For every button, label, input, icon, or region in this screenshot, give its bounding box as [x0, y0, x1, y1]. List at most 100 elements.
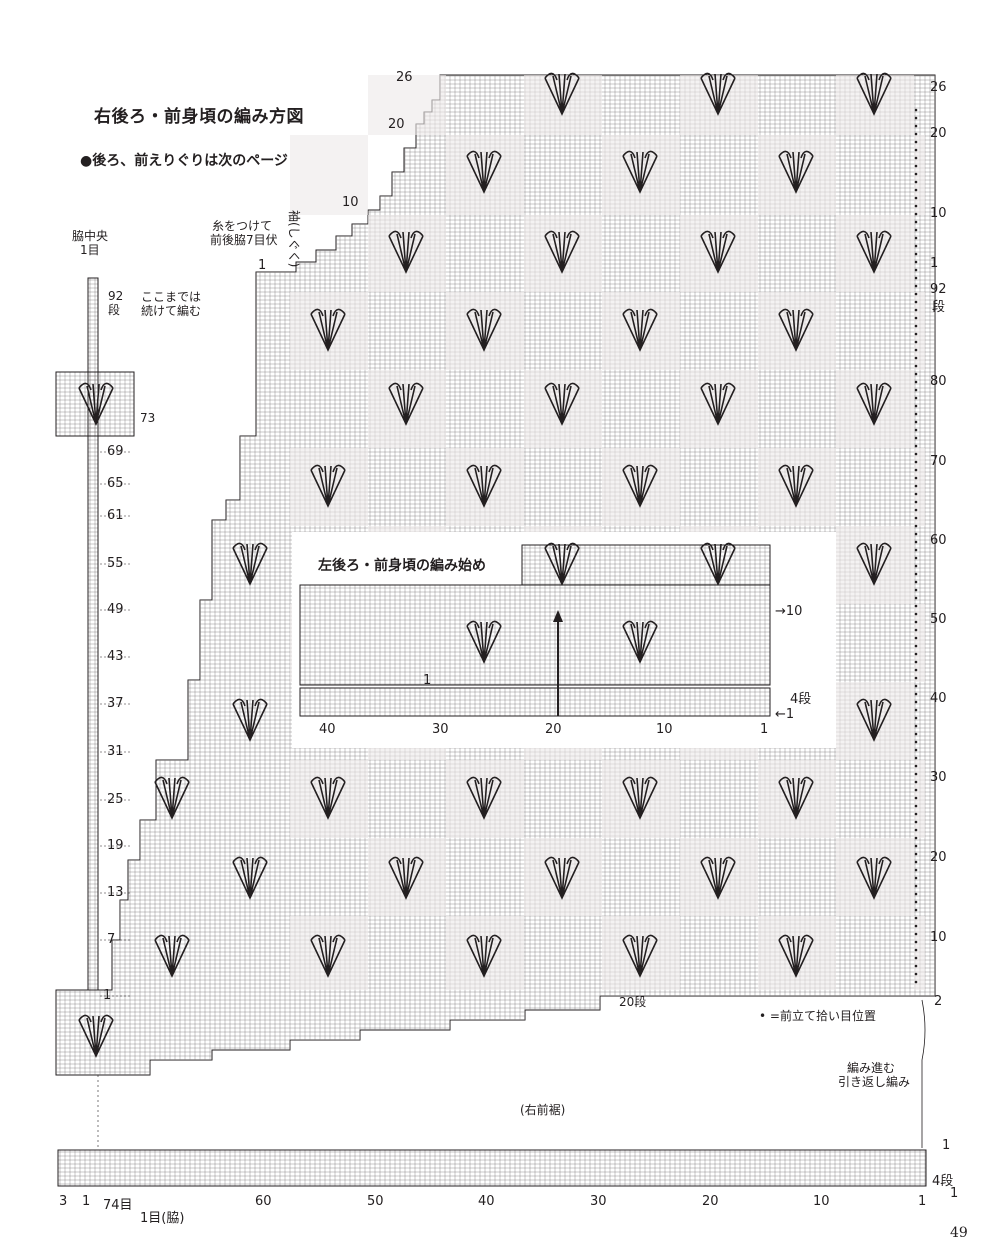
diamond-motif — [466, 620, 502, 664]
pickup-dot — [914, 356, 918, 360]
bottom-label-1: 1 — [82, 1194, 91, 1209]
pickup-dot — [914, 948, 918, 952]
pickup-dot — [914, 628, 918, 632]
inset-rib — [299, 687, 771, 717]
row-73-label: 73 — [140, 411, 156, 425]
pickup-dot — [914, 756, 918, 760]
right-row-label: 70 — [930, 454, 947, 469]
pickup-dot — [914, 508, 918, 512]
pickup-dot — [914, 300, 918, 304]
diamond-motif — [856, 856, 892, 900]
diamond-motif — [544, 856, 580, 900]
pickup-dot — [914, 212, 918, 216]
pickup-dot — [914, 748, 918, 752]
side-center-label: 脇中央 — [72, 229, 109, 243]
inset-title: 左後ろ・前身頃の編み始め — [318, 558, 486, 574]
diamond-motif — [310, 934, 346, 978]
diamond-motif — [700, 856, 736, 900]
left-row-label: 43 — [107, 649, 124, 664]
left-row-label: 69 — [107, 444, 124, 459]
right-row-label: 80 — [930, 374, 947, 389]
inset-col-label: 1 — [760, 722, 769, 737]
diamond-motif — [466, 464, 502, 508]
shaded-block — [914, 760, 925, 838]
sleeve-label: 袖(しぐく) — [287, 210, 301, 268]
pickup-dot — [914, 116, 918, 120]
diamond-motif — [388, 382, 424, 426]
left-row-label: 31 — [107, 744, 124, 759]
bottom-col-label: 20 — [702, 1194, 719, 1209]
pickup-dot — [914, 204, 918, 208]
shaded-block — [914, 604, 925, 682]
pickup-note: • =前立て拾い目位置 — [759, 1009, 876, 1023]
pickup-dot — [914, 572, 918, 576]
pickup-dot — [914, 876, 918, 880]
pickup-dot — [914, 636, 918, 640]
pickup-dot — [914, 412, 918, 416]
pickup-dot — [914, 140, 918, 144]
pickup-dot — [914, 308, 918, 312]
pickup-dot — [914, 836, 918, 840]
diamond-motif — [622, 934, 658, 978]
diamond-motif — [466, 776, 502, 820]
diamond-motif — [622, 620, 658, 664]
pickup-dot — [914, 372, 918, 376]
shaded-block — [914, 916, 925, 990]
diamond-motif — [778, 934, 814, 978]
pickup-dot — [914, 820, 918, 824]
pickup-dot — [914, 780, 918, 784]
right-row-label: 40 — [930, 691, 947, 706]
pickup-dot — [914, 276, 918, 280]
pickup-dot — [914, 532, 918, 536]
diamond-motif — [466, 308, 502, 352]
pickup-dot — [914, 652, 918, 656]
side-center-strip — [87, 277, 99, 991]
pickup-dot — [914, 916, 918, 920]
front-hem-label: (右前裾) — [520, 1103, 566, 1117]
pickup-dot — [914, 236, 918, 240]
inset-row-label: →10 — [775, 604, 803, 619]
chart-subtitle: ●後ろ、前えりぐりは次のページ — [80, 153, 288, 169]
right-bottom-label-1a: 1 — [942, 1138, 951, 1153]
pickup-dot — [914, 972, 918, 976]
pickup-dot — [914, 884, 918, 888]
bottom-label-side: 1目(脇) — [140, 1211, 185, 1226]
pickup-dot — [914, 156, 918, 160]
pickup-dot — [914, 452, 918, 456]
diamond-motif — [544, 542, 580, 586]
right-row-label: 50 — [930, 612, 947, 627]
diamond-motif — [310, 464, 346, 508]
shaded-block — [290, 135, 368, 215]
bottom-col-label: 1 — [918, 1194, 927, 1209]
right-row-label: 10 — [930, 930, 947, 945]
pickup-dot — [914, 956, 918, 960]
pickup-dot — [914, 900, 918, 904]
diamond-motif — [856, 382, 892, 426]
pickup-dot — [914, 404, 918, 408]
pickup-dot — [914, 468, 918, 472]
left-row-label: 49 — [107, 602, 124, 617]
bottom-rib-band — [57, 1149, 927, 1187]
pickup-dot — [914, 268, 918, 272]
pickup-dot — [914, 732, 918, 736]
pickup-dot — [914, 292, 918, 296]
left-row-label: 37 — [107, 696, 124, 711]
right-row-label: 20 — [930, 850, 947, 865]
pickup-dot — [914, 188, 918, 192]
diamond-motif — [466, 934, 502, 978]
pickup-dot — [914, 556, 918, 560]
pickup-dot — [914, 796, 918, 800]
pickup-dot — [914, 812, 918, 816]
diamond-motif — [232, 698, 268, 742]
top-row-label: 10 — [342, 195, 359, 210]
chart-title: 右後ろ・前身頃の編み方図 — [94, 107, 304, 127]
diamond-motif — [778, 150, 814, 194]
row-20-label: 20段 — [619, 995, 647, 1009]
inset-row-label: 4段 — [790, 692, 812, 707]
diamond-motif — [856, 72, 892, 116]
pickup-dot — [914, 852, 918, 856]
pickup-dot — [914, 588, 918, 592]
knit-continue-label-2: 続けて編む — [141, 304, 202, 318]
pickup-dot — [914, 764, 918, 768]
inset-col-label: 40 — [319, 722, 336, 737]
